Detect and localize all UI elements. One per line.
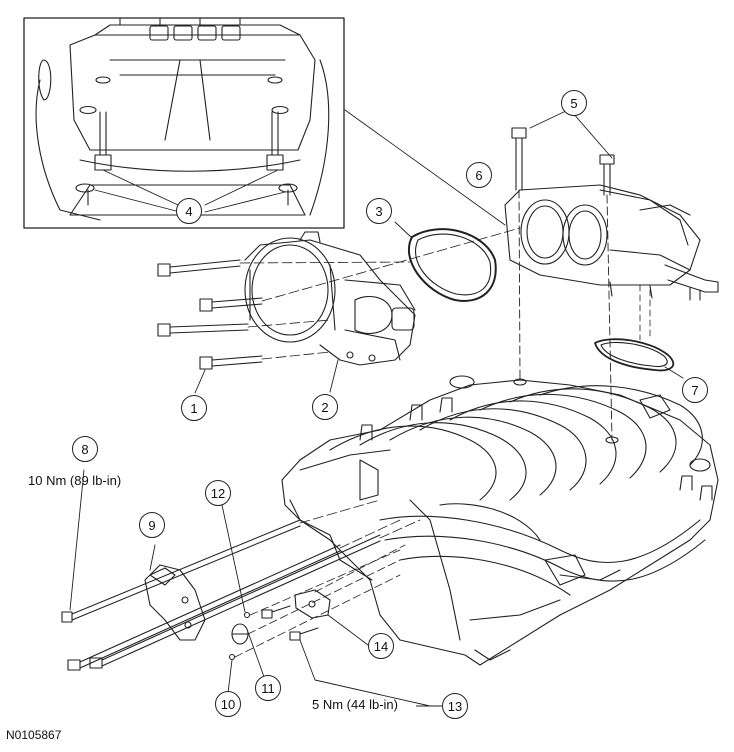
callout-1: 1 [181,395,207,421]
callout-5: 5 [561,90,587,116]
callout-11: 11 [255,675,281,701]
throttle-body [244,231,416,366]
callout-2: 2 [312,394,338,420]
callout-10: 10 [215,691,241,717]
throttle-body-adapter [504,184,719,301]
callout-14: 14 [368,633,394,659]
callout-4: 4 [176,198,202,224]
torque-spec-part8: 10 Nm (89 lb-in) [28,473,122,488]
callout-7: 7 [682,377,708,403]
callout-3: 3 [366,198,392,224]
torque-leader-line [416,705,442,707]
torque-spec-part13: 5 Nm (44 lb-in) [312,697,398,712]
throttle-body-gasket [394,221,497,302]
small-hardware [221,504,431,707]
callout-13: 13 [442,693,468,719]
adapter-gasket [594,284,684,379]
callout-6: 6 [466,162,492,188]
intake-manifold [281,375,719,666]
bracket [144,544,206,641]
throttle-adapter-bolts [511,109,615,441]
callout-8: 8 [72,436,98,462]
callout-9: 9 [139,512,165,538]
long-bolts [61,469,421,671]
figure-id: N0105867 [6,728,62,742]
throttle-body-bolts [157,227,521,394]
callout-12: 12 [205,480,231,506]
detail-inset [23,17,345,229]
